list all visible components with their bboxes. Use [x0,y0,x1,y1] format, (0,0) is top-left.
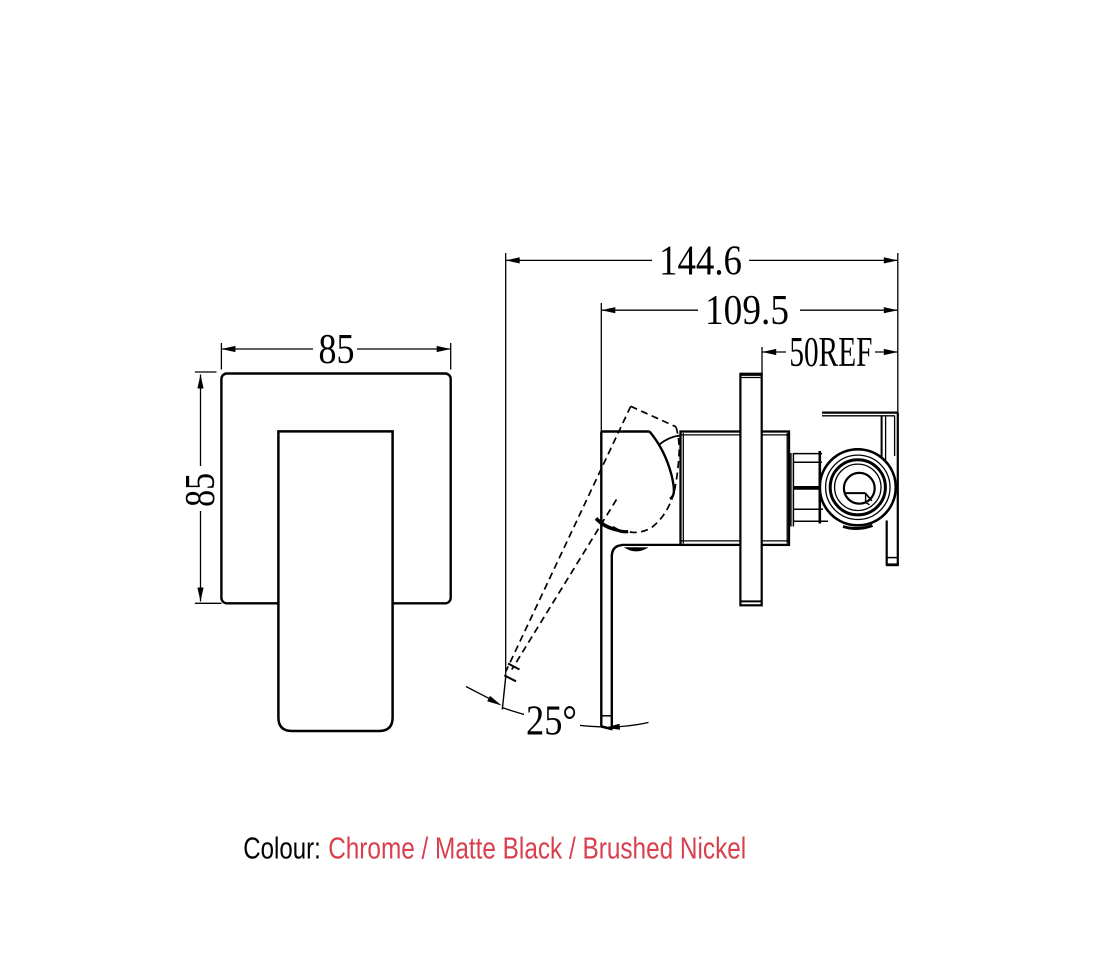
svg-text:109.5: 109.5 [705,288,789,334]
svg-text:85: 85 [319,327,355,373]
svg-text:Colour:: Colour: [243,830,320,865]
svg-text:85: 85 [178,473,224,507]
svg-text:Chrome / Matte Black / Brushed: Chrome / Matte Black / Brushed Nickel [328,830,746,865]
svg-text:25°: 25° [526,699,577,745]
svg-text:50REF: 50REF [789,330,872,376]
svg-text:144.6: 144.6 [659,238,742,284]
